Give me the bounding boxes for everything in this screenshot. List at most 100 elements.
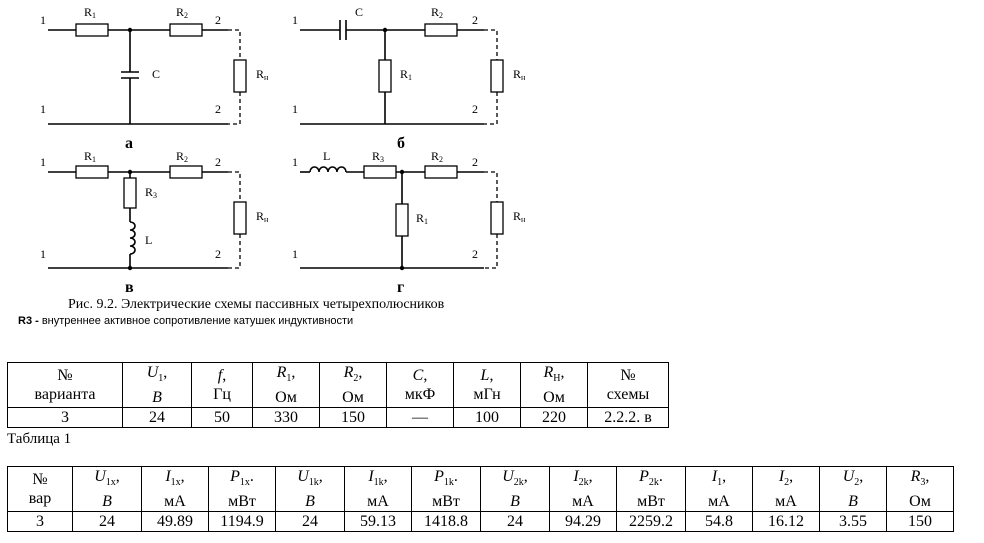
header-symbol: R <box>543 364 554 381</box>
header-unit: варианта <box>34 386 96 404</box>
column-header: U1x,B <box>72 465 142 513</box>
label-r2-sub: 2 <box>184 155 188 164</box>
label-rn-sub: н <box>264 215 269 224</box>
table-cell: 1418.8 <box>411 511 481 533</box>
terminal-2-top: 2 <box>215 155 221 169</box>
label-rn: R <box>513 209 521 223</box>
header-suffix: , <box>859 468 864 485</box>
header-unit: B <box>848 493 858 511</box>
table-cell: 1194.9 <box>208 511 276 533</box>
header-symbol: f <box>217 367 223 385</box>
resistor-rn <box>490 201 504 235</box>
header-symbol: R <box>276 364 287 381</box>
header-subscript: 1x <box>105 477 116 489</box>
resistor-r2 <box>424 23 458 37</box>
header-unit: Ом <box>275 389 297 407</box>
resistor-r2 <box>169 165 203 179</box>
figure-note-text: внутреннее активное сопротивление катуше… <box>38 315 354 327</box>
column-header: I2k,мА <box>549 465 617 513</box>
header-unit: B <box>102 493 112 511</box>
column-header: U2k,B <box>480 465 550 513</box>
column-header: U1k,B <box>275 465 345 513</box>
header-suffix: , <box>358 364 363 381</box>
label-r1: R <box>416 211 424 225</box>
label-l: L <box>145 233 152 247</box>
header-symbol: I <box>165 468 171 485</box>
header-unit: схемы <box>606 386 650 404</box>
header-symbol: R <box>910 468 921 485</box>
table-cell: 2259.2 <box>616 511 686 533</box>
label-r3-sub: 3 <box>153 191 157 200</box>
table-cell: 50 <box>191 407 253 429</box>
label-rn: R <box>256 209 264 223</box>
header-symbol: L <box>480 367 490 385</box>
header-unit: мкФ <box>404 386 436 404</box>
header-suffix: , <box>291 364 296 381</box>
header-subscript: 1x <box>170 477 181 489</box>
header-unit: B <box>305 493 315 511</box>
header-unit: Гц <box>213 386 231 404</box>
terminal-1-top: 1 <box>40 13 46 27</box>
column-header: R1,Ом <box>252 361 320 409</box>
header-subscript: 1k <box>308 477 319 489</box>
header-subscript: 2k <box>578 477 589 489</box>
table-cell: 24 <box>72 511 142 533</box>
header-unit: Ом <box>342 389 364 407</box>
table-cell: 24 <box>122 407 192 429</box>
header-unit: мА <box>708 493 730 511</box>
column-header: P1k.мВт <box>411 465 481 513</box>
table-cell: 59.13 <box>344 511 412 533</box>
terminal-1-top: 1 <box>292 155 298 169</box>
label-r1-sub: 1 <box>92 11 96 20</box>
header-suffix: , <box>523 468 528 485</box>
label-r2: R <box>431 5 439 19</box>
figure-caption: Рис. 9.2. Электрические схемы пассивных … <box>68 297 445 312</box>
label-r2: R <box>176 5 184 19</box>
table-cell: 150 <box>886 511 954 533</box>
column-header: C,мкФ <box>386 361 454 409</box>
table-cell: 150 <box>319 407 387 429</box>
label-rn-sub: н <box>521 215 526 224</box>
label-c: C <box>355 5 363 19</box>
terminal-2-bottom: 2 <box>215 102 221 116</box>
resistor-r3 <box>123 177 137 209</box>
figure-note-symbol: R3 - <box>18 315 39 327</box>
header-unit: мА <box>775 493 797 511</box>
header-unit: мА <box>164 493 186 511</box>
header-unit: мВт <box>637 493 665 511</box>
header-symbol: U <box>94 468 106 485</box>
label-r2-sub: 2 <box>439 155 443 164</box>
resistor-r1 <box>395 203 409 237</box>
terminal-1-bottom: 1 <box>40 247 46 261</box>
header-symbol: I <box>573 468 579 485</box>
header-symbol: I <box>368 468 374 485</box>
table-cell: 49.89 <box>141 511 209 533</box>
terminal-1-bottom: 1 <box>292 247 298 261</box>
table-cell: 100 <box>453 407 521 429</box>
column-header: I2,мА <box>752 465 820 513</box>
terminal-2-top: 2 <box>215 13 221 27</box>
header-symbol: № <box>620 367 636 385</box>
label-r2: R <box>431 149 439 163</box>
schematic-g-label: г <box>397 279 404 296</box>
header-suffix: , <box>588 468 593 485</box>
terminal-2-top: 2 <box>472 13 478 27</box>
header-suffix: , <box>489 367 494 385</box>
header-symbol: I <box>711 468 718 485</box>
resistor-r2 <box>169 23 203 37</box>
column-header: f,Гц <box>191 361 253 409</box>
header-subscript: 2 <box>784 477 790 489</box>
resistor-r1 <box>378 59 392 93</box>
header-suffix: , <box>180 468 185 485</box>
header-suffix: , <box>560 364 565 381</box>
header-suffix: , <box>925 468 930 485</box>
